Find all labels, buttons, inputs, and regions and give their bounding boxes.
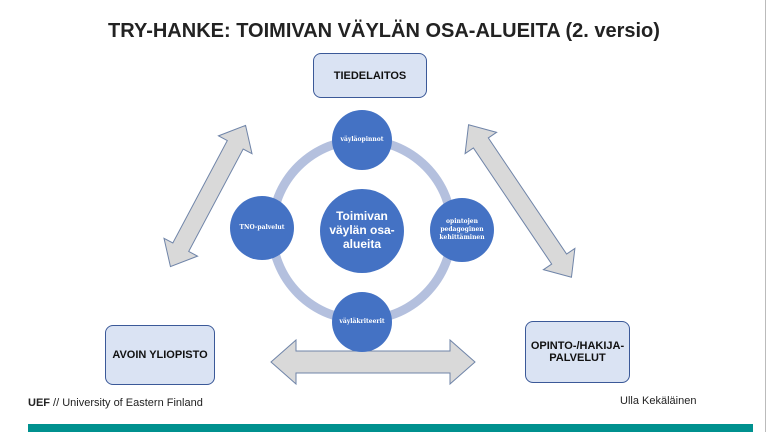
footer-organization: UEF // University of Eastern Finland bbox=[28, 397, 203, 409]
footer-bar bbox=[28, 424, 753, 432]
arrow-left-diagonal bbox=[163, 124, 253, 268]
cycle-center: Toimivan väylän osa-alueita bbox=[320, 189, 404, 273]
box-tiedelaitos: TIEDELAITOS bbox=[313, 53, 427, 98]
box-avoin-yliopisto: AVOIN YLIOPISTO bbox=[105, 325, 215, 385]
slide-edge bbox=[765, 0, 766, 432]
cycle-node-vaylaopinnot: väyläopinnot bbox=[332, 110, 392, 170]
footer-author: Ulla Kekäläinen bbox=[620, 395, 697, 407]
arrow-right-diagonal bbox=[464, 124, 576, 278]
box-opinto-hakijapalvelut: OPINTO-/HAKIJA-PALVELUT bbox=[525, 321, 630, 383]
org-abbrev: UEF bbox=[28, 397, 50, 409]
cycle-node-vaylakriteerit: väyläkriteerit bbox=[332, 292, 392, 352]
org-name: // University of Eastern Finland bbox=[50, 397, 203, 409]
cycle-node-tno-palvelut: TNO-palvelut bbox=[230, 196, 294, 260]
slide-title: TRY-HANKE: TOIMIVAN VÄYLÄN OSA-ALUEITA (… bbox=[108, 20, 660, 42]
cycle-node-pedagoginen: opintojen pedagoginen kehittäminen bbox=[430, 198, 494, 262]
arrow-horizontal bbox=[270, 338, 476, 386]
